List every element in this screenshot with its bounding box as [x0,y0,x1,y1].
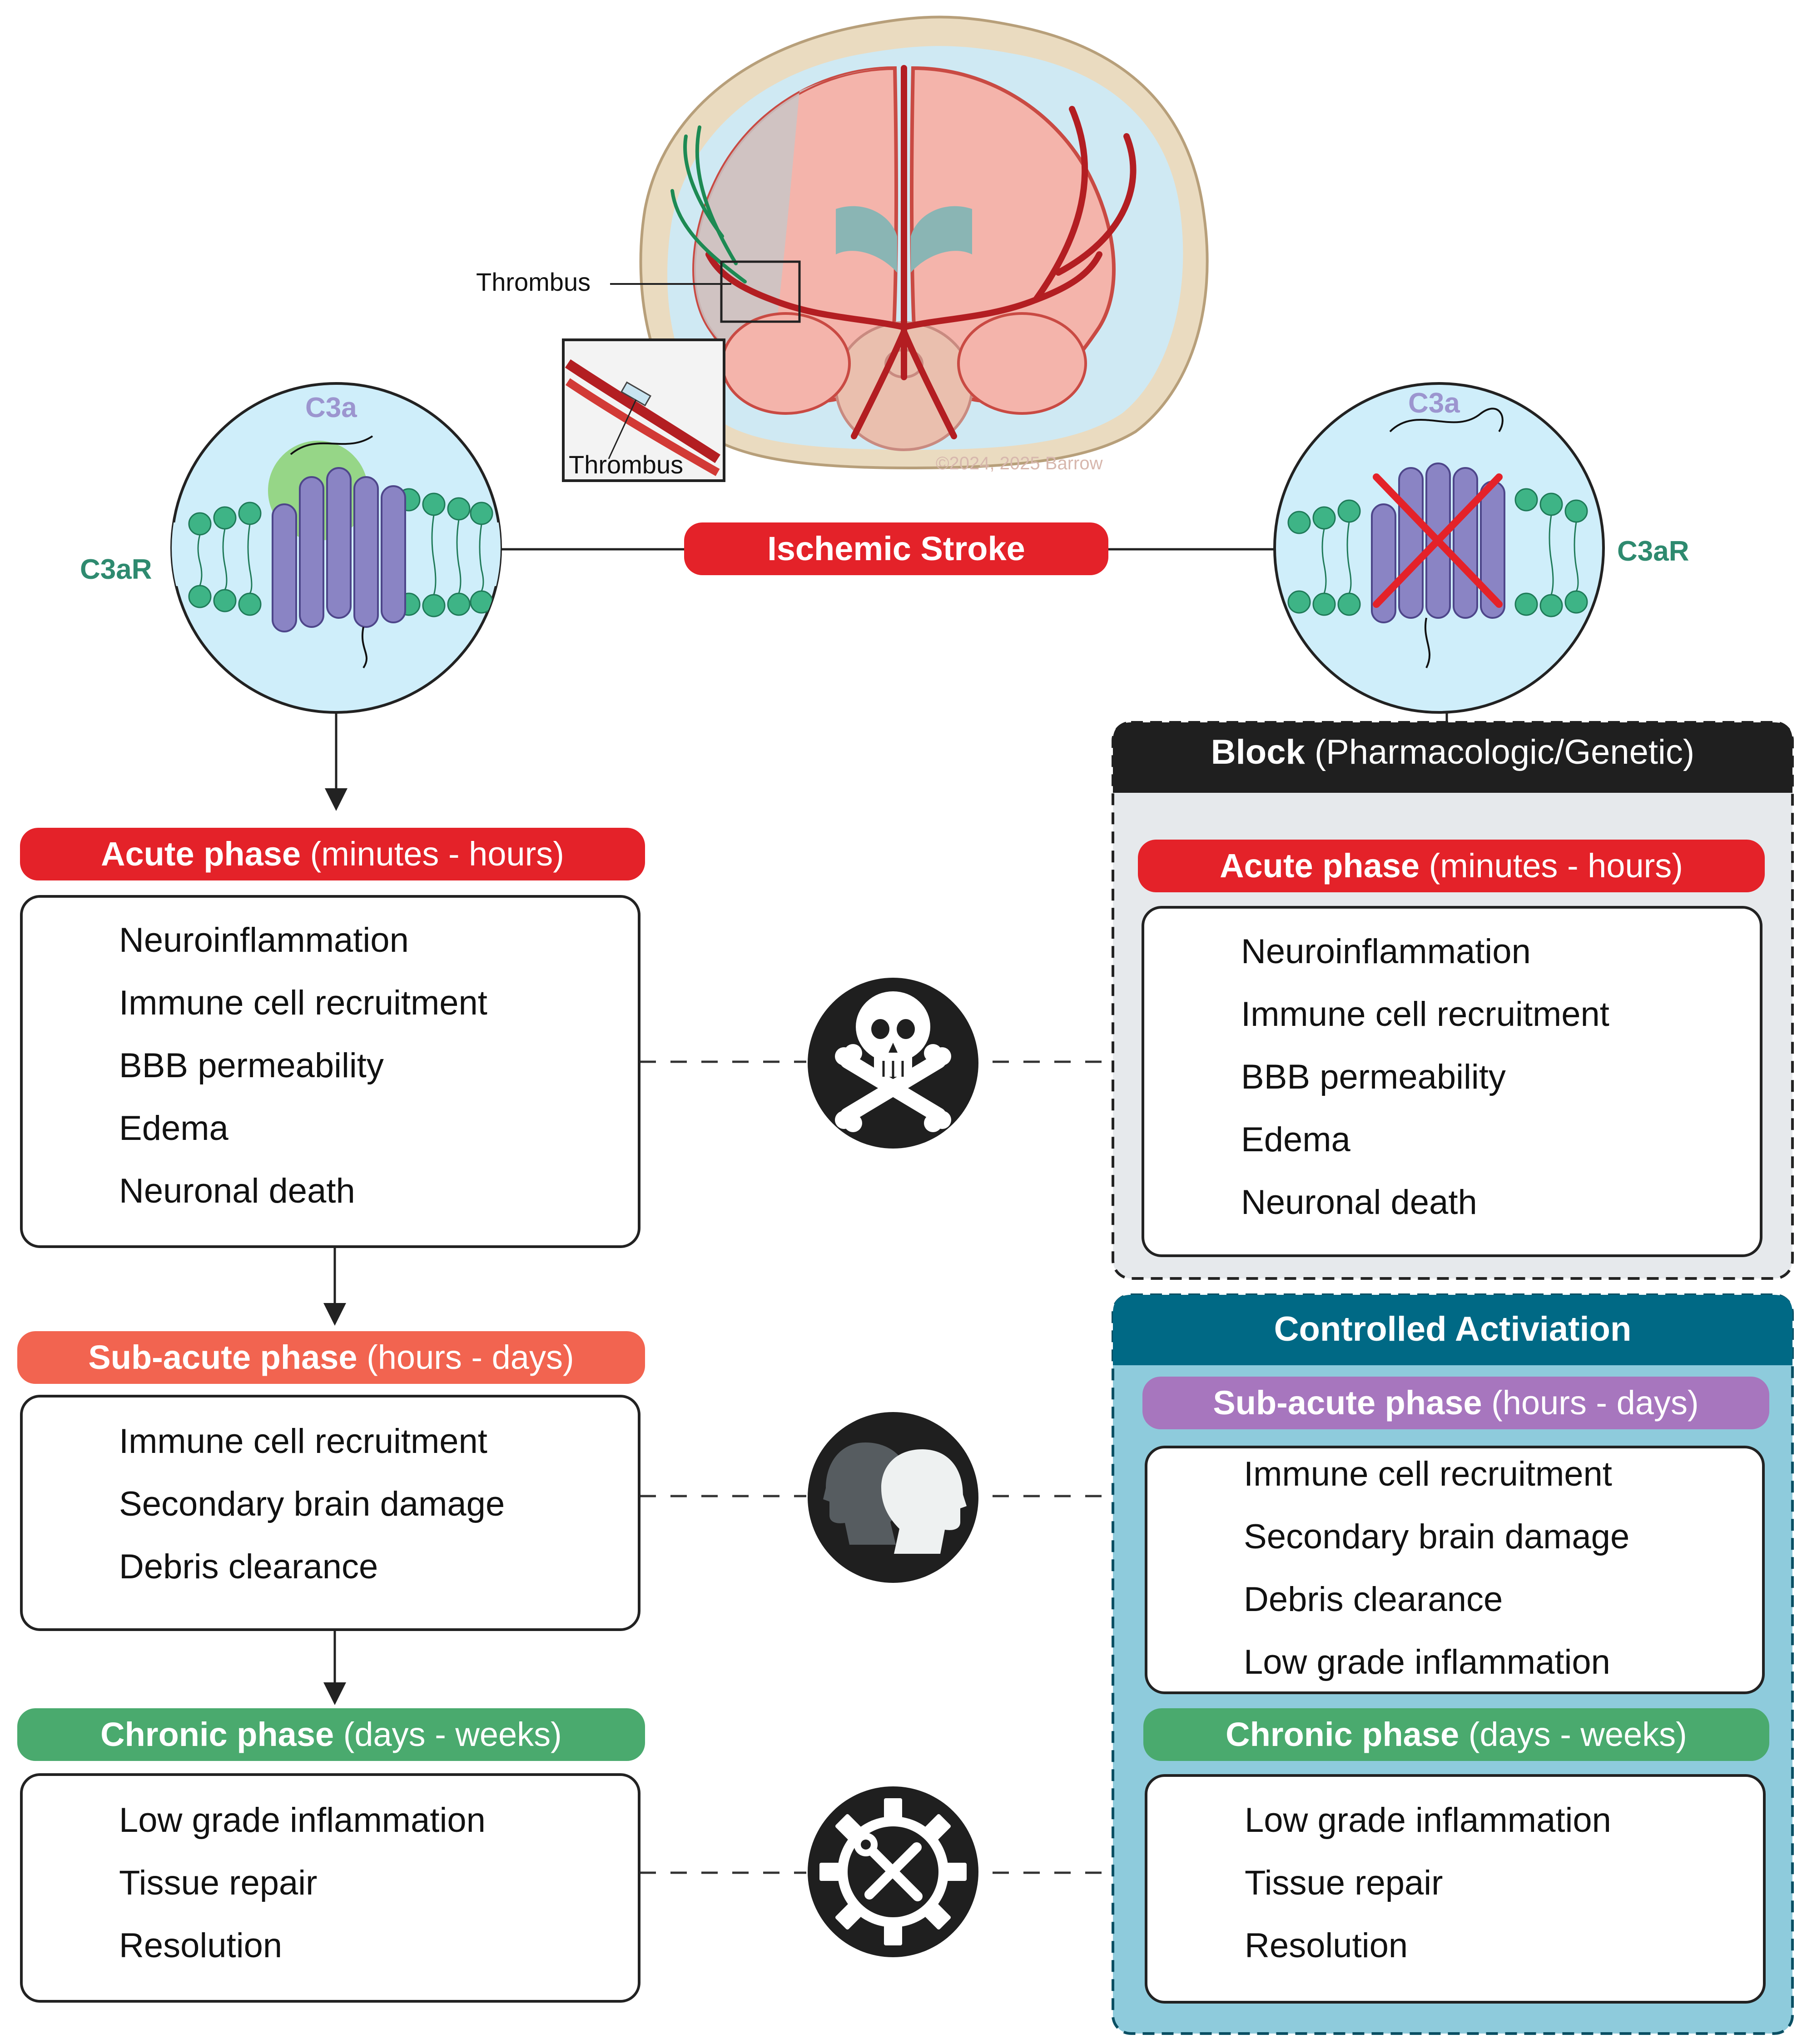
list-item: BBB permeability [1241,1058,1506,1096]
ischemic-stroke-title: Ischemic Stroke [684,522,1108,575]
list-item: Resolution [1245,1926,1408,1965]
left-subacute-title: Sub-acute phase [88,1338,357,1376]
list-item: BBB permeability [119,1046,384,1085]
thrombus-label: Thrombus [476,268,591,296]
ligand-label-right: C3a [1408,388,1460,419]
list-item: Immune cell recruitment [1241,995,1609,1034]
brain-illustration [562,15,1209,482]
list-item: Secondary brain damage [119,1485,505,1523]
controlled-title: Controlled Activiation [1274,1310,1632,1348]
right-subacute-title: Sub-acute phase [1213,1384,1482,1422]
list-item: Tissue repair [119,1864,318,1902]
list-item: Secondary brain damage [1244,1517,1630,1556]
skull-crossbones-icon [808,978,978,1149]
left-chronic-title: Chronic phase [100,1716,334,1753]
receptor-label-left: C3aR [80,554,152,585]
left-acute-title: Acute phase [101,835,301,873]
list-item: Neuroinflammation [1241,932,1531,971]
left-chronic-time: (days - weeks) [343,1716,562,1753]
list-item: Neuronal death [119,1172,355,1210]
block-title: Block [1211,733,1305,771]
block-header: Block (Pharmacologic/Genetic) [1113,732,1792,772]
copyright-text: ©2024, 2025 Barrow [936,453,1103,473]
list-item: Tissue repair [1245,1864,1443,1902]
right-chronic-box [1145,1774,1766,2004]
heads-profile-icon [808,1412,978,1583]
list-item: Neuronal death [1241,1183,1477,1222]
controlled-header: Controlled Activiation [1113,1309,1792,1349]
controlled-header-bg [1113,1295,1792,1365]
title-text: Ischemic Stroke [767,530,1025,567]
right-subacute-box [1145,1446,1765,1694]
list-item: Low grade inflammation [1244,1643,1610,1681]
right-acute-title: Acute phase [1220,847,1420,885]
inset-thrombus-label: Thrombus [569,450,684,479]
list-item: Low grade inflammation [1245,1801,1611,1840]
list-item: Low grade inflammation [119,1801,486,1840]
list-item: Resolution [119,1926,283,1965]
receptor-label-right: C3aR [1617,536,1689,567]
receptor-circle-left [170,382,502,714]
ligand-label-left: C3a [305,392,357,423]
left-subacute-time: (hours - days) [367,1338,574,1376]
list-item: Debris clearance [1244,1580,1503,1619]
list-item: Immune cell recruitment [1244,1455,1612,1493]
right-subacute-time: (hours - days) [1491,1384,1699,1422]
right-acute-header: Acute phase (minutes - hours) [1138,840,1765,892]
right-chronic-title: Chronic phase [1226,1716,1460,1753]
list-item: Debris clearance [119,1547,378,1586]
left-chronic-header: Chronic phase (days - weeks) [17,1708,645,1761]
right-chronic-header: Chronic phase (days - weeks) [1143,1708,1769,1761]
list-item: Immune cell recruitment [119,1422,487,1461]
block-subtitle: (Pharmacologic/Genetic) [1314,733,1695,771]
gear-repair-icon [808,1786,978,1957]
left-acute-header: Acute phase (minutes - hours) [20,828,645,880]
right-acute-time: (minutes - hours) [1429,847,1683,885]
left-subacute-header: Sub-acute phase (hours - days) [17,1331,645,1384]
left-acute-time: (minutes - hours) [310,835,564,873]
right-subacute-header: Sub-acute phase (hours - days) [1142,1377,1769,1429]
list-item: Edema [1241,1120,1350,1159]
list-item: Neuroinflammation [119,921,409,960]
left-subacute-box [20,1395,640,1631]
right-chronic-time: (days - weeks) [1468,1716,1687,1753]
list-item: Immune cell recruitment [119,984,487,1022]
left-acute-box [20,895,640,1248]
left-chronic-box [20,1773,640,2003]
blocked-x-icon [1373,473,1503,608]
block-header-bg [1113,722,1792,793]
receptor-circle-right [1273,382,1605,714]
list-item: Edema [119,1109,228,1148]
right-acute-box [1142,906,1762,1257]
